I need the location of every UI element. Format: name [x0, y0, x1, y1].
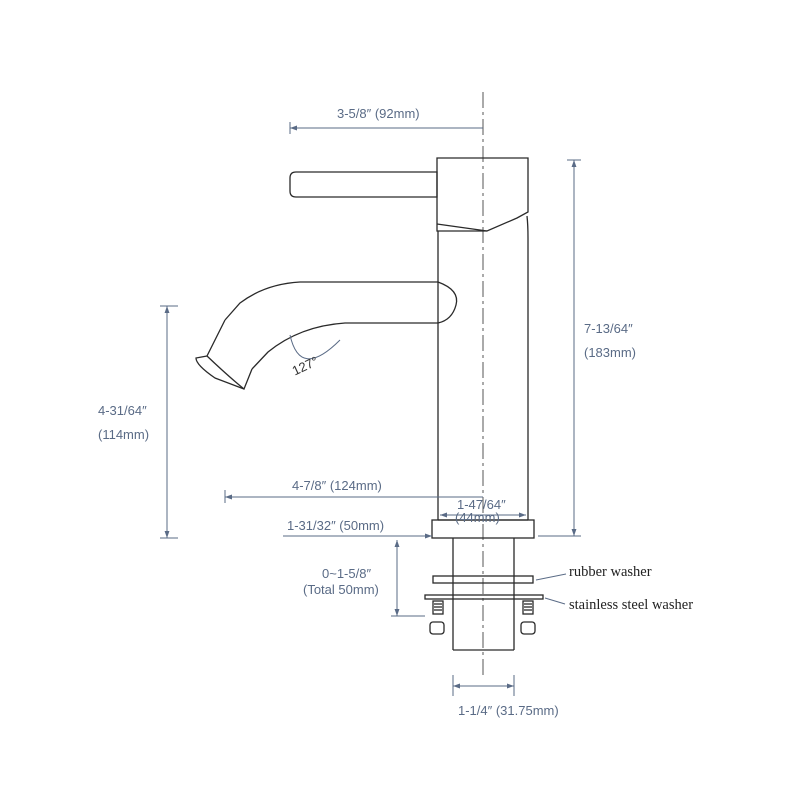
- base-radius-dimension: 1-31/32″ (50mm): [283, 518, 432, 539]
- base-diameter-metric: (44mm): [455, 510, 500, 525]
- spout-angle-label: 127°: [290, 353, 321, 378]
- spout-angle-marker: 127°: [289, 334, 341, 378]
- deck-thickness-metric: (Total 50mm): [303, 582, 379, 597]
- base-plate: [431, 519, 535, 539]
- handle-reach-dimension: 3-5/8″ (92mm): [289, 106, 483, 134]
- total-height-metric: (183mm): [584, 345, 636, 360]
- spout-height-dimension: 4-31/64″ (114mm): [98, 305, 178, 539]
- total-height-label: 7-13/64″: [584, 321, 633, 336]
- base-diameter-dimension: 1-47/64″ (44mm): [440, 497, 526, 525]
- spout-height-label: 4-31/64″: [98, 403, 147, 418]
- steel-washer: stainless steel washer: [424, 594, 693, 613]
- base-radius-label: 1-31/32″ (50mm): [287, 518, 384, 533]
- handle-cap: [436, 157, 529, 232]
- spout: [195, 281, 458, 391]
- steel-washer-label: stainless steel washer: [569, 597, 693, 613]
- deck-thickness-dimension: 0~1-5/8″ (Total 50mm): [303, 540, 425, 617]
- shank: [452, 538, 515, 651]
- spout-reach-dimension: 4-7/8″ (124mm): [224, 478, 483, 503]
- total-height-dimension: 7-13/64″ (183mm): [538, 159, 636, 537]
- rubber-washer-label: rubber washer: [569, 564, 652, 580]
- mounting-nut-left: [429, 600, 445, 635]
- shank-diameter-label: 1-1/4″ (31.75mm): [458, 703, 559, 718]
- base-diameter-label: 1-47/64″: [457, 497, 506, 512]
- shank-diameter-dimension: 1-1/4″ (31.75mm): [452, 675, 559, 718]
- handle-reach-label: 3-5/8″ (92mm): [337, 106, 420, 121]
- spout-reach-label: 4-7/8″ (124mm): [292, 478, 382, 493]
- handle-lever: [289, 171, 438, 198]
- spout-height-metric: (114mm): [98, 427, 149, 442]
- rubber-washer: rubber washer: [432, 564, 652, 584]
- deck-thickness-label: 0~1-5/8″: [322, 566, 371, 581]
- mounting-nut-right: [520, 600, 536, 635]
